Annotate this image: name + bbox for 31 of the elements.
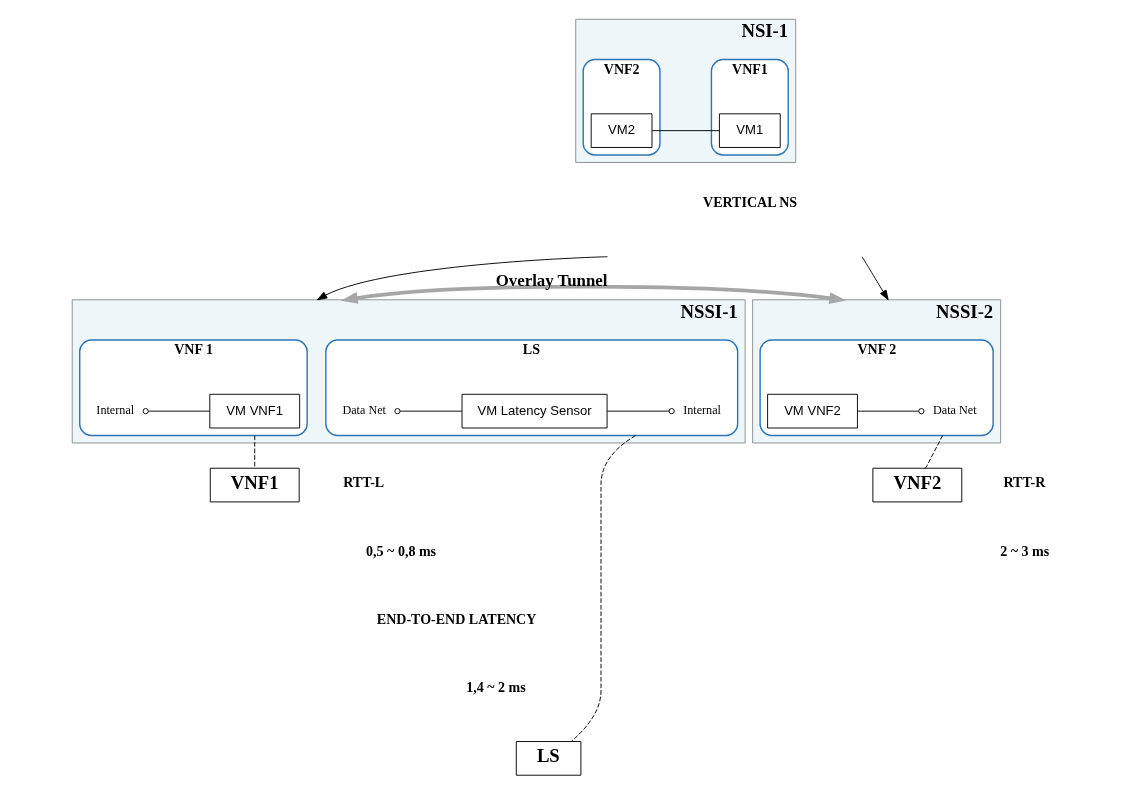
label: RTT-L	[342, 474, 384, 491]
arrow	[861, 256, 889, 301]
edge-label: Overlay Tunnel	[495, 271, 607, 291]
node-box: VM VNF1	[208, 393, 300, 429]
label: 2 ~ 3 ms	[999, 542, 1049, 559]
arrow	[316, 256, 608, 301]
label: RTT-R	[1002, 474, 1045, 491]
connector	[651, 130, 720, 132]
node-box: LS	[515, 741, 581, 776]
node-box: VNF2	[871, 467, 962, 503]
node-box: VM Latency Sensor	[461, 393, 608, 429]
node-box: VM VNF2	[766, 393, 858, 429]
node-text: Internal	[95, 403, 134, 418]
connector	[606, 408, 675, 415]
node-box: VNF1	[209, 467, 300, 503]
label: 0,5 ~ 0,8 ms	[365, 542, 436, 559]
node-box: VM1	[718, 113, 781, 148]
connector	[570, 435, 636, 742]
label: END-TO-END LATENCY	[376, 611, 536, 628]
node-box: VM2	[590, 113, 652, 148]
label: VERTICAL NS	[702, 193, 797, 210]
connector	[924, 435, 943, 469]
connector	[253, 435, 255, 469]
connector	[393, 408, 462, 415]
node-text: Data Net	[341, 403, 386, 418]
connector	[142, 408, 210, 415]
connector	[856, 408, 924, 415]
node-text: Data Net	[932, 403, 977, 418]
node-text: Internal	[682, 403, 721, 418]
label: 1,4 ~ 2 ms	[465, 679, 526, 696]
arrow	[340, 284, 846, 304]
